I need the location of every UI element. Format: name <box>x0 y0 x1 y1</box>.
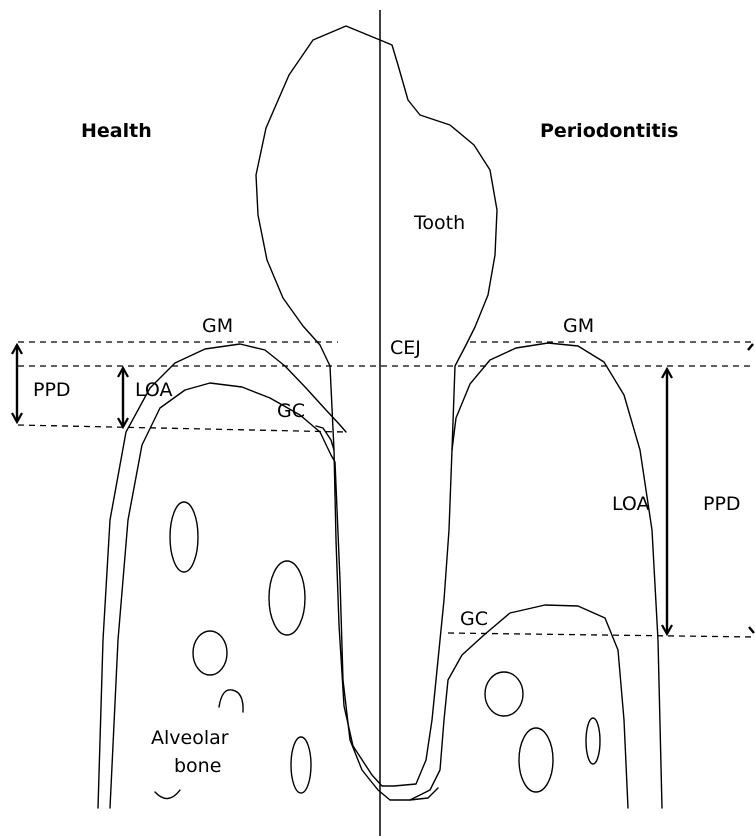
ppd-label-right: PPD <box>703 493 741 515</box>
cej-label: CEJ <box>390 337 421 359</box>
gingival-crevice-reference-line-right <box>448 633 755 637</box>
marrow-space <box>193 631 227 675</box>
periodontitis-heading: Periodontitis <box>540 120 678 142</box>
marrow-space <box>291 737 311 793</box>
gm-label-right: GM <box>563 315 594 337</box>
ppd-label-left: PPD <box>33 379 71 401</box>
marrow-space <box>269 561 305 635</box>
marrow-space-arc <box>155 790 180 799</box>
marrow-space <box>519 728 553 792</box>
marrow-space-arc <box>219 690 243 712</box>
loa-label-left: LOA <box>135 379 173 401</box>
tooth-label: Tooth <box>413 212 465 234</box>
alveolar-bone-label-line2: bone <box>174 755 221 777</box>
ppd-arrow-right-top <box>748 344 753 350</box>
marrow-space <box>586 718 600 764</box>
health-heading: Health <box>81 120 152 142</box>
marrow-space <box>170 502 198 572</box>
gingival-crevice-reference-line-left <box>18 425 345 432</box>
alveolar-bone-label-line1: Alveolar <box>151 727 229 749</box>
loa-label-right: LOA <box>612 493 650 515</box>
gingival-crevice-left <box>316 426 334 450</box>
marrow-space <box>485 672 523 716</box>
gm-label-left: GM <box>202 315 233 337</box>
gc-label-left: GC <box>277 400 305 422</box>
ppd-arrow-right-bottom <box>749 627 754 633</box>
gingiva-outer-right <box>452 343 662 808</box>
gc-label-right: GC <box>460 608 488 630</box>
